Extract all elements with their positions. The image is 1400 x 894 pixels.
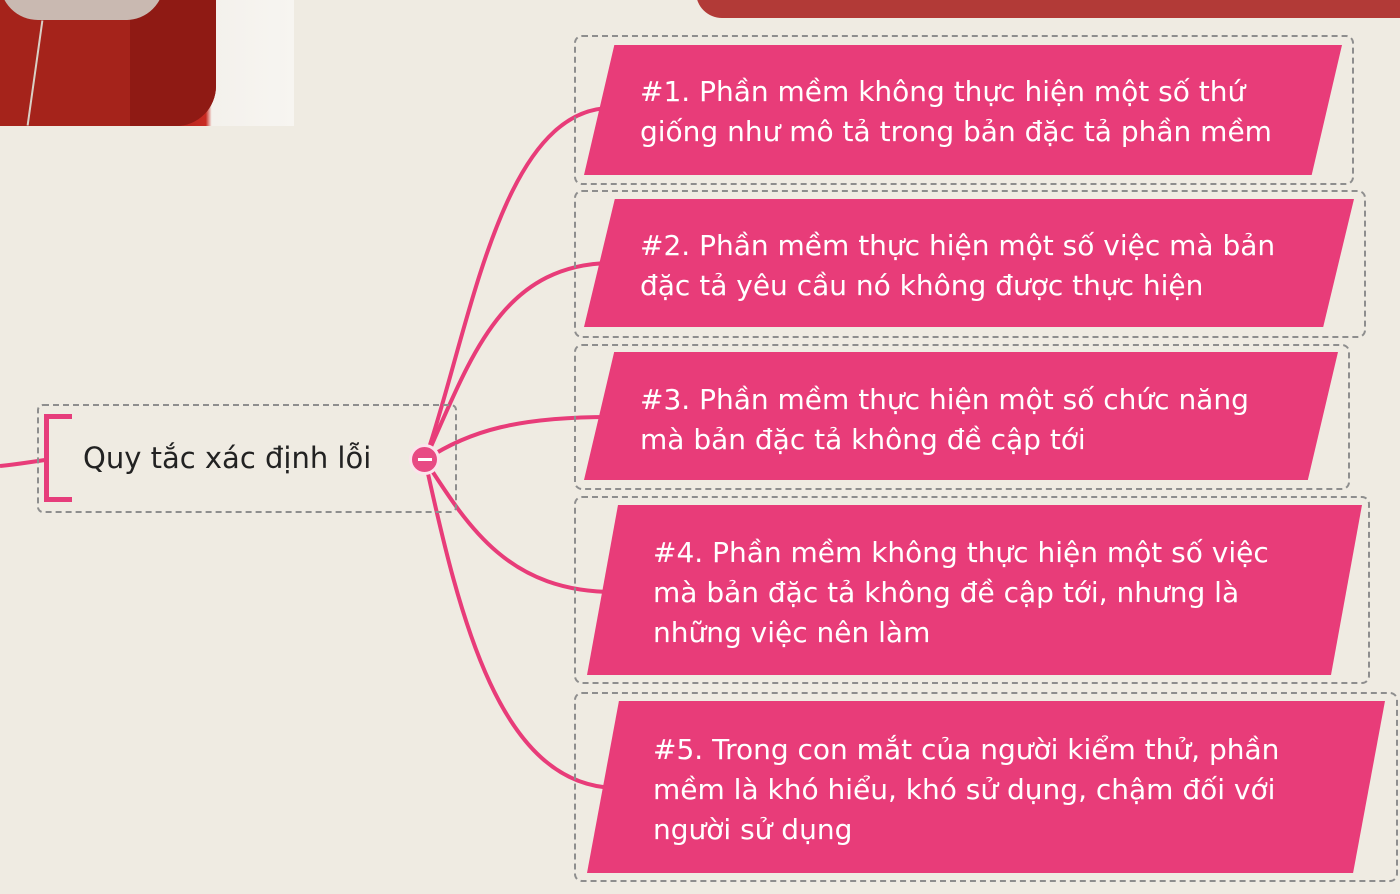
branch-frame-5 <box>574 692 1398 882</box>
branch-5-line-3: người sử dụng <box>653 813 853 846</box>
branch-frame-4 <box>574 496 1370 684</box>
branch-node-5-text: #5. Trong con mắt của người kiểm thử, ph… <box>653 730 1279 850</box>
branch-frame-1 <box>574 35 1354 185</box>
branch-node-1[interactable] <box>584 45 1342 175</box>
root-node-frame[interactable] <box>37 404 457 513</box>
branch-5-line-1: #5. Trong con mắt của người kiểm thử, ph… <box>653 733 1280 766</box>
branch-connector-2 <box>423 261 611 461</box>
branch-2-line-2: đặc tả yêu cầu nó không được thực hiện <box>640 269 1204 302</box>
branch-node-3[interactable] <box>584 352 1338 480</box>
branch-3-line-1: #3. Phần mềm thực hiện một số chức năng <box>640 383 1249 416</box>
branch-node-2[interactable] <box>584 199 1354 327</box>
branch-5-line-2: mềm là khó hiểu, khó sử dụng, chậm đối v… <box>653 773 1276 806</box>
branch-connector-3 <box>423 415 611 462</box>
branch-4-line-2: mà bản đặc tả không đề cập tới, nhưng là <box>653 576 1240 609</box>
presenter-face <box>0 0 164 20</box>
branch-node-4[interactable] <box>587 505 1362 675</box>
root-bracket <box>44 414 72 502</box>
root-node-title[interactable]: Quy tắc xác định lỗi <box>83 441 372 475</box>
root-input-line <box>0 458 46 468</box>
branch-frame-3 <box>574 344 1350 490</box>
branch-1-line-2: giống như mô tả trong bản đặc tả phần mề… <box>640 115 1272 148</box>
branch-4-line-3: những việc nên làm <box>653 616 931 649</box>
branch-1-line-1: #1. Phần mềm không thực hiện một số thứ <box>640 75 1246 108</box>
branch-frame-2 <box>574 190 1366 338</box>
webcam-overlay <box>0 0 294 126</box>
branch-node-2-text: #2. Phần mềm thực hiện một số việc mà bả… <box>640 226 1275 306</box>
branch-connector-1 <box>423 106 611 461</box>
branch-connector-5 <box>423 459 616 790</box>
branch-node-3-text: #3. Phần mềm thực hiện một số chức năng … <box>640 380 1249 460</box>
branch-node-4-text: #4. Phần mềm không thực hiện một số việc… <box>653 533 1269 653</box>
branch-node-5[interactable] <box>587 701 1385 873</box>
branch-node-1-text: #1. Phần mềm không thực hiện một số thứ … <box>640 72 1272 152</box>
collapse-toggle[interactable] <box>409 444 440 475</box>
slide-header-bar <box>696 0 1400 18</box>
branch-4-line-1: #4. Phần mềm không thực hiện một số việc <box>653 536 1269 569</box>
presenter-shadow <box>130 0 216 126</box>
branch-connector-4 <box>423 458 616 594</box>
branch-2-line-1: #2. Phần mềm thực hiện một số việc mà bả… <box>640 229 1276 262</box>
branch-3-line-2: mà bản đặc tả không đề cập tới <box>640 423 1086 456</box>
